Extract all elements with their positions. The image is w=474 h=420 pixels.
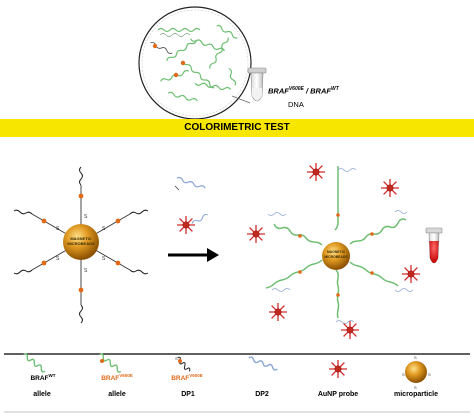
svg-text:S: S bbox=[56, 256, 60, 262]
left-bead-assembly: S S S S S S bbox=[13, 166, 149, 324]
legend-6-bottom: microparticle bbox=[394, 391, 438, 398]
magnetic-bead-icon bbox=[63, 224, 99, 260]
svg-text:S: S bbox=[84, 214, 88, 220]
svg-text:S: S bbox=[56, 226, 60, 232]
dna-word: DNA bbox=[288, 100, 304, 109]
svg-text:S: S bbox=[175, 356, 178, 361]
svg-text:S: S bbox=[102, 226, 106, 232]
legend-1-top: BRAFWT bbox=[30, 373, 56, 383]
right-bead-label: MAGNETIC MICROBEADS bbox=[324, 250, 348, 259]
svg-text:S: S bbox=[102, 256, 106, 262]
banner-title: COLORIMETRIC TEST bbox=[184, 122, 290, 133]
svg-text:S: S bbox=[84, 268, 88, 274]
svg-text:S: S bbox=[402, 372, 405, 377]
legend-3-top: BRAFV600E bbox=[171, 373, 203, 383]
aunp-probe-icon bbox=[328, 359, 348, 379]
svg-text:S: S bbox=[414, 385, 417, 390]
right-bead-assembly bbox=[246, 162, 421, 340]
arrow-icon bbox=[168, 248, 219, 262]
dna-sample-circle bbox=[138, 6, 252, 120]
legend-1-bottom: allele bbox=[33, 391, 51, 398]
legend-2-bottom: allele bbox=[108, 391, 126, 398]
legend-2-top: BRAFV600E bbox=[101, 373, 133, 383]
legend-5-bottom: AuNP probe bbox=[317, 391, 359, 398]
legend-icons: S S S S S bbox=[23, 353, 431, 390]
left-bead-label: MAGNETIC MICROBEADS bbox=[67, 236, 95, 246]
microparticle-icon: S S S S bbox=[402, 355, 431, 390]
tube-icon bbox=[247, 67, 267, 102]
svg-text:S: S bbox=[414, 355, 417, 360]
banner-bar bbox=[0, 119, 474, 137]
svg-text:S: S bbox=[428, 372, 431, 377]
pointer-line bbox=[231, 95, 251, 104]
legend-4-bottom: DP2 bbox=[255, 391, 269, 398]
dna-label: BRAFV600E / BRAFWT bbox=[268, 86, 339, 96]
legend-3-bottom: DP1 bbox=[181, 391, 195, 398]
tube-icon-positive bbox=[425, 227, 443, 264]
free-probes bbox=[174, 176, 208, 235]
